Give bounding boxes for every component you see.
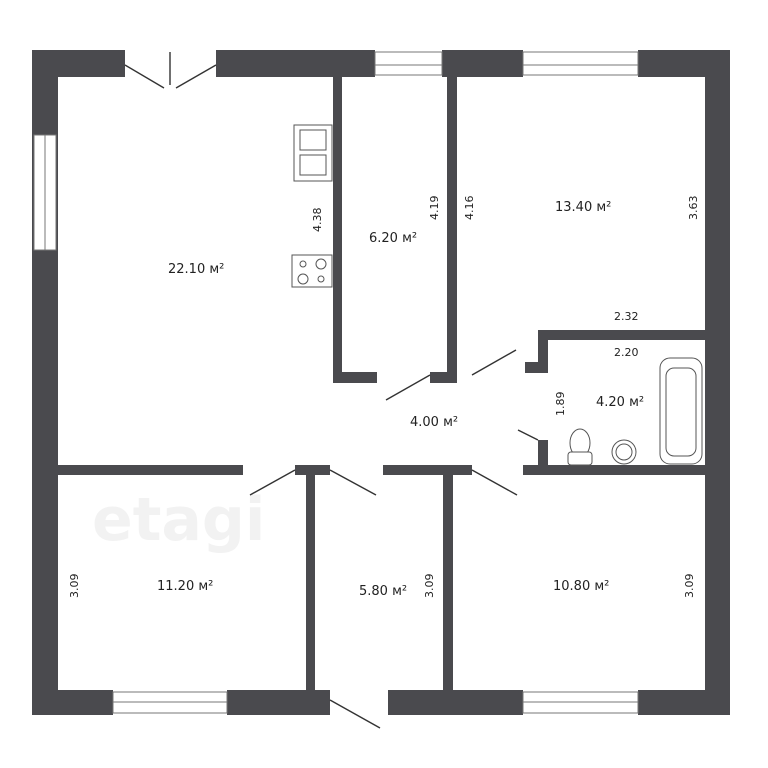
dimension-label: 4.19 — [428, 196, 441, 221]
toilet-icon — [567, 428, 593, 466]
door — [329, 699, 381, 729]
room-area-bedroom: 11.20 м² — [157, 579, 213, 594]
stove-icon — [291, 254, 333, 288]
room-area-bathroom: 4.20 м² — [596, 395, 644, 410]
dimension-label: 4.38 — [311, 208, 324, 233]
room-area-bedroom: 10.80 м² — [553, 579, 609, 594]
door — [471, 469, 518, 496]
dimension-label: 3.63 — [687, 196, 700, 221]
door — [124, 64, 165, 89]
room-area-pantry: 6.20 м² — [369, 231, 417, 246]
walls — [32, 50, 730, 715]
windows — [33, 51, 639, 714]
dimension-label: 2.20 — [614, 346, 639, 359]
door — [517, 429, 539, 441]
window — [374, 51, 443, 76]
sink-icon — [293, 124, 333, 182]
door — [471, 349, 517, 376]
doors — [124, 52, 539, 729]
door — [249, 469, 296, 496]
room-area-bedroom: 13.40 м² — [555, 200, 611, 215]
window — [522, 51, 639, 76]
door — [329, 469, 377, 496]
door — [385, 374, 431, 401]
dimension-label: 1.89 — [554, 392, 567, 417]
dimension-label: 3.09 — [68, 574, 81, 599]
dimensions: 4.38 4.19 4.16 3.63 2.32 2.20 1.89 3.09 … — [68, 196, 700, 599]
room-areas: 22.10 м² 6.20 м² 13.40 м² 4.00 м² 4.20 м… — [157, 200, 644, 599]
fixtures — [291, 124, 703, 466]
washbasin-icon — [611, 439, 637, 465]
dimension-label: 2.32 — [614, 310, 639, 323]
dimension-label: 3.09 — [423, 574, 436, 599]
room-area-corridor: 5.80 м² — [359, 584, 407, 599]
dimension-label: 4.16 — [463, 196, 476, 221]
room-area-kitchen: 22.10 м² — [168, 262, 224, 277]
door — [175, 64, 217, 89]
bathtub-icon — [659, 357, 703, 465]
dimension-label: 3.09 — [683, 574, 696, 599]
watermark: etagi — [92, 485, 265, 555]
room-area-hallway: 4.00 м² — [410, 415, 458, 430]
